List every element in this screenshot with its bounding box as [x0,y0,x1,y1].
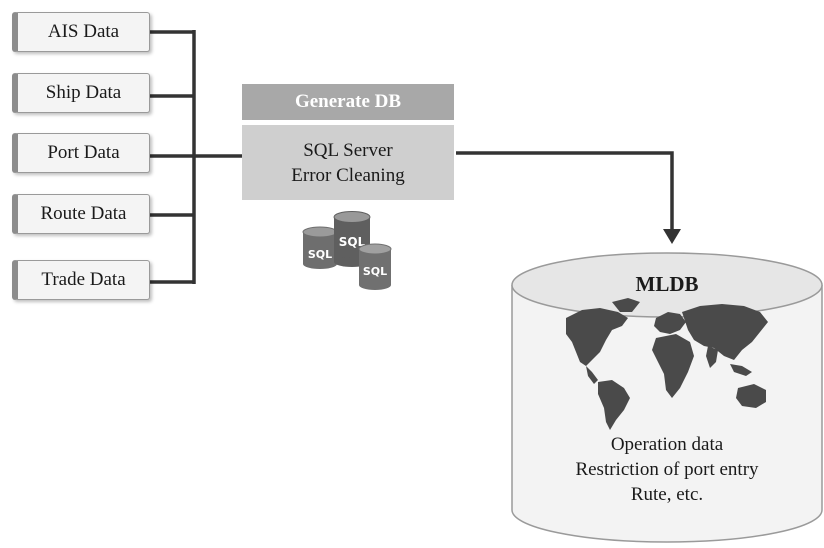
source-label-trade: Trade Data [41,269,126,290]
sql-label-right: SQL [363,265,387,278]
mldb-title: MLDB [635,272,699,296]
mldb-contents: Operation data Restriction of port entry… [512,432,822,507]
source-label-route: Route Data [40,203,127,224]
source-box-ship: Ship Data [12,73,150,113]
source-box-port: Port Data [12,133,150,173]
connector-to-mldb [456,151,674,232]
source-box-route: Route Data [12,194,150,234]
arrow-head-icon [663,229,681,244]
generate-db-line-error-cleaning: Error Cleaning [291,164,405,186]
source-box-ais: AIS Data [12,12,150,52]
sql-database-icon: SQL SQL SQL [302,211,392,290]
source-label-port: Port Data [47,142,120,163]
source-label-ais: AIS Data [47,21,120,42]
mldb-line-rute: Rute, etc. [630,484,704,505]
connector-lines [150,30,674,284]
mldb-line-operation-data: Operation data [610,434,724,455]
generate-db-line-sql-server: SQL Server [303,139,393,161]
generate-db-title: Generate DB [294,91,402,112]
sql-label-middle: SQL [339,235,366,249]
sql-cylinder-right-icon: SQL [358,243,392,290]
world-map-icon [566,298,768,430]
mldb-line-port-restriction: Restriction of port entry [575,459,759,480]
generate-db-header: Generate DB [242,84,454,120]
sql-cylinder-left-icon: SQL [302,226,338,269]
source-label-ship: Ship Data [45,82,122,103]
source-box-trade: Trade Data [12,260,150,300]
sql-label-left: SQL [308,248,332,261]
generate-db-body: SQL Server Error Cleaning [242,125,454,200]
